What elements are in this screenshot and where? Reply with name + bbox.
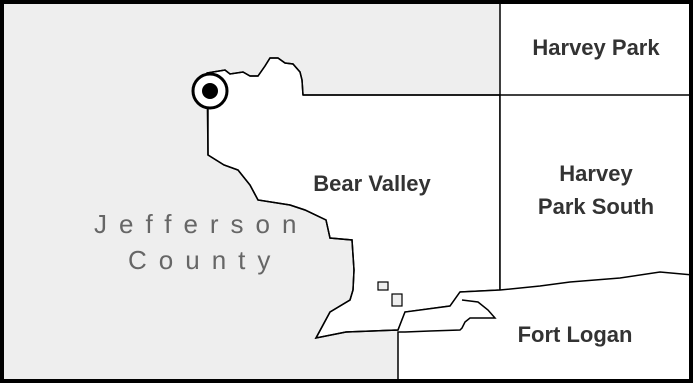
label-bear-valley: Bear Valley (313, 171, 431, 196)
boundary-bear-valley-outline (206, 57, 461, 340)
boundary-fort-logan-inner (397, 299, 497, 383)
enclave-square-1 (377, 281, 389, 291)
enclave-square-2 (391, 293, 403, 307)
label-harvey-park-south-line1: Harvey (559, 161, 633, 186)
harvey-park-south-region (500, 95, 693, 290)
fort-logan-region (398, 272, 693, 383)
boundary-fort-logan-north (459, 271, 693, 293)
label-jefferson-county-line1: Jefferson (94, 209, 308, 239)
label-jefferson-county-line2: County (128, 245, 282, 275)
harvey-park-region (500, 0, 693, 95)
label-harvey-park-south-line2: Park South (538, 194, 654, 219)
label-fort-logan: Fort Logan (518, 322, 633, 347)
location-target-icon (191, 72, 229, 110)
label-harvey-park: Harvey Park (532, 35, 660, 60)
